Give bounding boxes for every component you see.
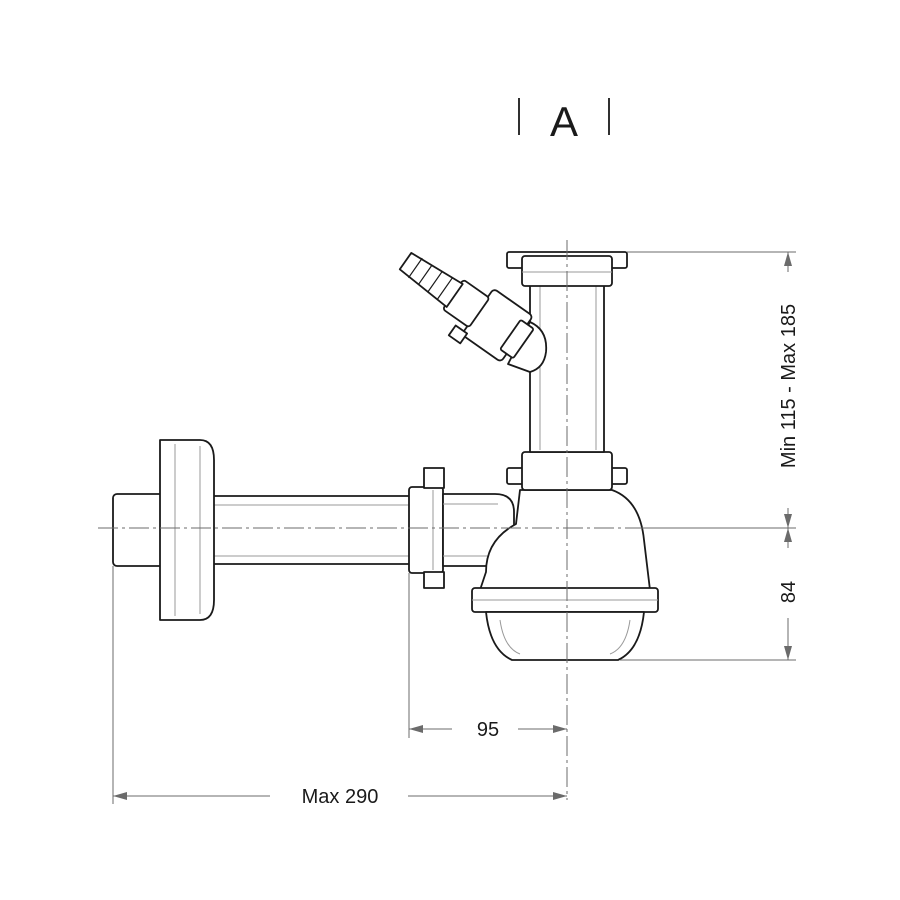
dimension-offset: 95 — [408, 573, 567, 741]
dimension-depth: 84 — [620, 528, 800, 661]
outlet-nut — [408, 467, 445, 589]
connector-junction — [507, 321, 548, 373]
dimension-height-label: Min 115 - Max 185 — [778, 304, 800, 468]
dimension-length: Max 290 — [112, 566, 567, 808]
bottle-trap — [471, 489, 659, 661]
outlet-pipe — [112, 439, 416, 621]
outlet-nut-tab-top — [423, 467, 445, 489]
dimension-height: Min 115 - Max 185 — [627, 251, 800, 529]
outlet-nut-tab-bottom — [423, 571, 445, 589]
dimension-length-label: Max 290 — [302, 786, 379, 808]
connector-nut-tab — [499, 319, 534, 359]
wall-rosette — [159, 439, 215, 621]
hose-connector — [398, 251, 548, 373]
bottle-bowl — [485, 611, 645, 661]
center-lines — [98, 240, 640, 800]
view-label: A — [550, 98, 578, 145]
pipe-end-stub — [112, 493, 164, 567]
view-label-group: A — [518, 98, 610, 145]
hose-tail — [398, 251, 464, 308]
dimension-depth-label: 84 — [778, 581, 800, 603]
outlet-nut-body — [408, 486, 444, 574]
dimension-offset-label: 95 — [477, 719, 499, 741]
connector-small-tab — [447, 324, 469, 345]
outlet-pipe-body — [199, 495, 416, 565]
